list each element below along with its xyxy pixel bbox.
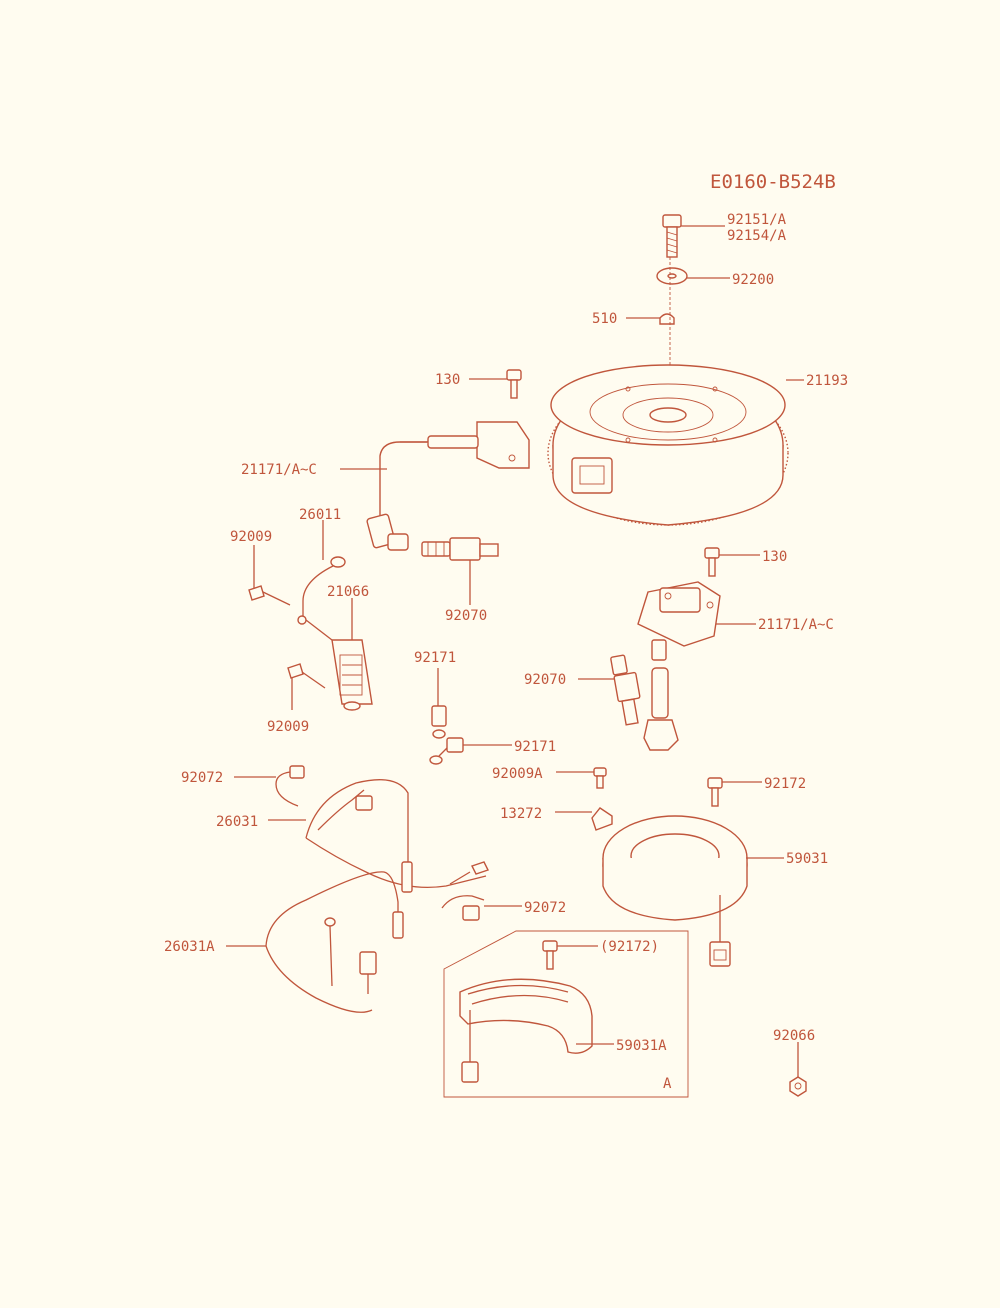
label-92172: 92172 xyxy=(764,776,806,792)
ignition-coil-upper[interactable] xyxy=(379,421,530,518)
igniter-module[interactable] xyxy=(331,639,373,711)
flywheel-bolt[interactable] xyxy=(662,214,682,258)
nut-92066[interactable] xyxy=(789,1076,807,1097)
label-92154: 92154/A xyxy=(727,228,787,244)
label-13272: 13272 xyxy=(500,806,542,822)
label-92171-b: 92171 xyxy=(514,739,556,755)
plug-lead-lower[interactable] xyxy=(643,667,679,751)
flywheel[interactable] xyxy=(547,364,789,526)
stator-59031A[interactable] xyxy=(459,978,593,1083)
label-21171-lower: 21171/A~C xyxy=(758,617,834,633)
terminal-92171-b[interactable] xyxy=(429,737,464,765)
ignition-coil-lower[interactable] xyxy=(637,581,721,661)
label-92009-b: 92009 xyxy=(267,719,309,735)
harness-26031[interactable] xyxy=(305,779,489,893)
spark-plug-upper[interactable] xyxy=(421,537,499,561)
coil-bolt-lower[interactable] xyxy=(704,547,720,577)
bracket-13272[interactable] xyxy=(591,807,613,831)
plug-cap-upper[interactable] xyxy=(366,513,409,551)
label-26011: 26011 xyxy=(299,507,341,523)
diagram-code: E0160-B524B xyxy=(710,171,836,193)
label-21066: 21066 xyxy=(327,584,369,600)
coil-bolt-upper[interactable] xyxy=(506,369,522,399)
label-26031A: 26031A xyxy=(164,939,215,955)
label-92172-inset: (92172) xyxy=(600,939,659,955)
terminal-92171-a[interactable] xyxy=(431,705,447,739)
screw-92009A[interactable] xyxy=(593,767,607,789)
harness-26031A[interactable] xyxy=(265,871,404,1013)
label-92171-a: 92171 xyxy=(414,650,456,666)
inset-label: A xyxy=(663,1076,672,1092)
screw-92009-b[interactable] xyxy=(287,663,326,689)
label-59031A: 59031A xyxy=(616,1038,667,1054)
label-21193: 21193 xyxy=(806,373,848,389)
label-92009-a: 92009 xyxy=(230,529,272,545)
spark-plug-lower[interactable] xyxy=(610,654,641,726)
label-26031: 26031 xyxy=(216,814,258,830)
lead-92072-a[interactable] xyxy=(275,765,305,807)
label-92070-upper: 92070 xyxy=(445,608,487,624)
bolt-92172-inset[interactable] xyxy=(542,940,558,970)
label-92072-b: 92072 xyxy=(524,900,566,916)
label-510: 510 xyxy=(592,311,617,327)
lead-92072-b[interactable] xyxy=(441,895,485,921)
flywheel-key[interactable] xyxy=(659,313,675,325)
label-92151: 92151/A xyxy=(727,212,787,228)
label-92009A: 92009A xyxy=(492,766,543,782)
screw-92009-a[interactable] xyxy=(248,585,291,606)
label-21171-upper: 21171/A~C xyxy=(241,462,317,478)
stator-59031[interactable] xyxy=(602,815,748,967)
label-59031: 59031 xyxy=(786,851,828,867)
label-92200: 92200 xyxy=(732,272,774,288)
label-92066: 92066 xyxy=(773,1028,815,1044)
inset-box-a: A xyxy=(443,930,689,1098)
label-130-upper: 130 xyxy=(435,372,460,388)
bolt-92172[interactable] xyxy=(707,777,723,807)
label-92072-a: 92072 xyxy=(181,770,223,786)
label-130-lower: 130 xyxy=(762,549,787,565)
flywheel-washer[interactable] xyxy=(656,267,688,285)
label-92070-lower: 92070 xyxy=(524,672,566,688)
ground-lead[interactable] xyxy=(297,556,346,625)
